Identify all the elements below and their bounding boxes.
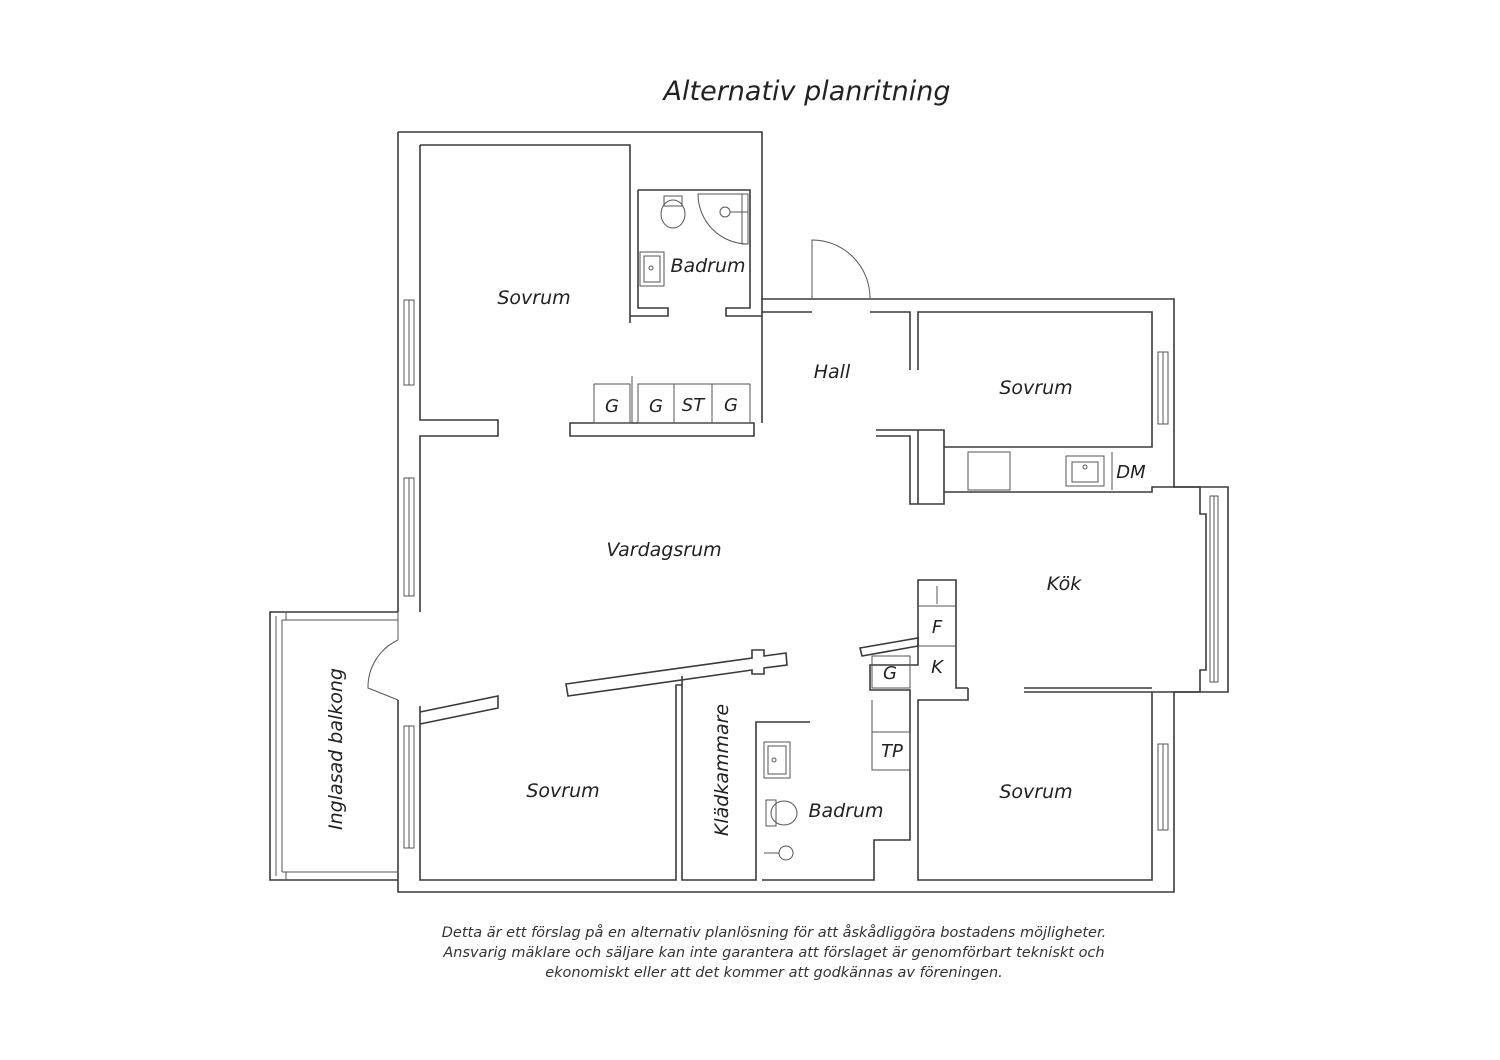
glazed-balcony xyxy=(269,611,398,881)
disclaimer-line-2: Ansvarig mäklare och säljare kan inte ga… xyxy=(442,945,1104,961)
room-label-sovrum-ne: Sovrum xyxy=(999,377,1072,399)
room-label-vardagsrum: Vardagsrum xyxy=(606,539,721,561)
fixture-label-wardrobe-2: G xyxy=(649,396,663,417)
disclaimer-line-3: ekonomiskt eller att det kommer att godk… xyxy=(545,965,1003,981)
fixture-label-wardrobe-1: G xyxy=(605,396,619,417)
room-label-kladkammare: Klädkammare xyxy=(711,704,733,836)
room-label-balkong: Inglasad balkong xyxy=(325,668,347,830)
room-label-sovrum-sw: Sovrum xyxy=(526,780,599,802)
fixture-label-wardrobe-3: G xyxy=(724,395,738,416)
room-label-badrum-bottom: Badrum xyxy=(808,800,883,822)
room-label-hall: Hall xyxy=(814,361,851,383)
plan-title: Alternativ planritning xyxy=(662,76,951,107)
disclaimer-line-1: Detta är ett förslag på en alternativ pl… xyxy=(442,924,1106,941)
disclaimer: Detta är ett förslag på en alternativ pl… xyxy=(442,924,1106,981)
outer-walls xyxy=(397,131,1229,893)
fixture-label-wardrobe-4: G xyxy=(883,663,897,684)
fixture-label-freezer: K xyxy=(931,657,944,678)
room-label-kok: Kök xyxy=(1047,573,1082,595)
bottom-bathroom-fixtures xyxy=(763,741,798,861)
fridge-freezer-unit xyxy=(918,586,956,647)
fixture-label-dishwasher: DM xyxy=(1116,462,1146,483)
room-label-sovrum-nw: Sovrum xyxy=(497,287,570,309)
fixture-label-fridge: F xyxy=(932,617,943,638)
laundry-storage xyxy=(871,655,911,771)
doors xyxy=(367,239,871,701)
room-label-sovrum-se: Sovrum xyxy=(999,781,1072,803)
kitchen-counter xyxy=(967,451,1113,491)
fixture-label-storage: ST xyxy=(682,395,706,416)
windows xyxy=(403,299,1219,849)
fixture-label-dryer: TP xyxy=(881,741,903,762)
top-bathroom-fixtures xyxy=(639,193,749,287)
wardrobe-row xyxy=(593,376,751,424)
room-label-badrum-top: Badrum xyxy=(670,255,745,277)
